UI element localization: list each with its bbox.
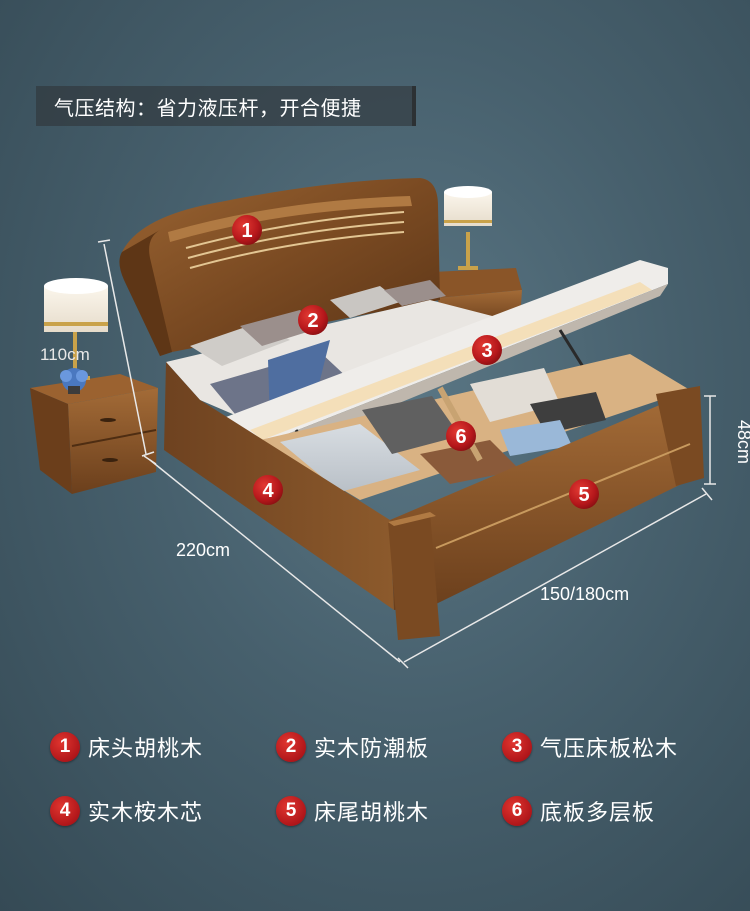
dim-height-110: 110cm	[40, 345, 90, 364]
bed-illustration: 110cm 220cm 150/180cm 48cm 1 2 3 4 5 6	[30, 178, 750, 669]
right-lamp-icon	[444, 186, 492, 270]
legend-badge: 4	[50, 796, 80, 826]
marker-2: 2	[298, 305, 328, 335]
svg-text:3: 3	[481, 340, 492, 362]
svg-text:1: 1	[241, 220, 252, 242]
legend-label: 实木桉木芯	[88, 801, 204, 826]
material-legend: 1 床头胡桃木 2 实木防潮板 3 气压床板松木 4 实木桉木芯 5 床尾胡桃木…	[50, 730, 730, 828]
legend-label: 床头胡桃木	[88, 737, 204, 762]
storage-box	[260, 354, 690, 500]
dimension-lines	[97, 239, 716, 669]
legend-label: 气压床板松木	[540, 737, 679, 762]
svg-text:5: 5	[578, 484, 589, 506]
legend-item-3: 3 气压床板松木	[502, 730, 728, 764]
svg-text:6: 6	[455, 426, 466, 448]
dim-height-48: 48cm	[734, 420, 750, 464]
dim-width-150-180: 150/180cm	[540, 584, 629, 604]
dim-length-220: 220cm	[176, 540, 230, 560]
legend-label: 床尾胡桃木	[314, 801, 430, 826]
marker-3: 3	[472, 335, 502, 365]
flower-vase-icon	[60, 368, 88, 394]
legend-item-6: 6 底板多层板	[502, 794, 728, 828]
legend-badge: 1	[50, 732, 80, 762]
legend-item-5: 5 床尾胡桃木	[276, 794, 502, 828]
legend-badge: 2	[276, 732, 306, 762]
marker-6: 6	[446, 421, 476, 451]
legend-badge: 6	[502, 796, 532, 826]
legend-badge: 5	[276, 796, 306, 826]
marker-4: 4	[253, 475, 283, 505]
marker-1: 1	[232, 215, 262, 245]
left-nightstand	[30, 374, 158, 494]
legend-item-1: 1 床头胡桃木	[50, 730, 276, 764]
legend-label: 实木防潮板	[314, 737, 430, 762]
banner-text: 气压结构：省力液压杆，开合便捷	[54, 95, 362, 120]
legend-badge: 3	[502, 732, 532, 762]
feature-banner: 气压结构：省力液压杆，开合便捷	[36, 86, 416, 126]
marker-5: 5	[569, 479, 599, 509]
lifted-bed-board	[218, 260, 668, 461]
legend-item-4: 4 实木桉木芯	[50, 794, 276, 828]
legend-label: 底板多层板	[540, 801, 656, 826]
svg-text:4: 4	[262, 480, 274, 502]
legend-item-2: 2 实木防潮板	[276, 730, 502, 764]
svg-text:2: 2	[307, 310, 318, 332]
left-lamp-icon	[44, 278, 108, 380]
